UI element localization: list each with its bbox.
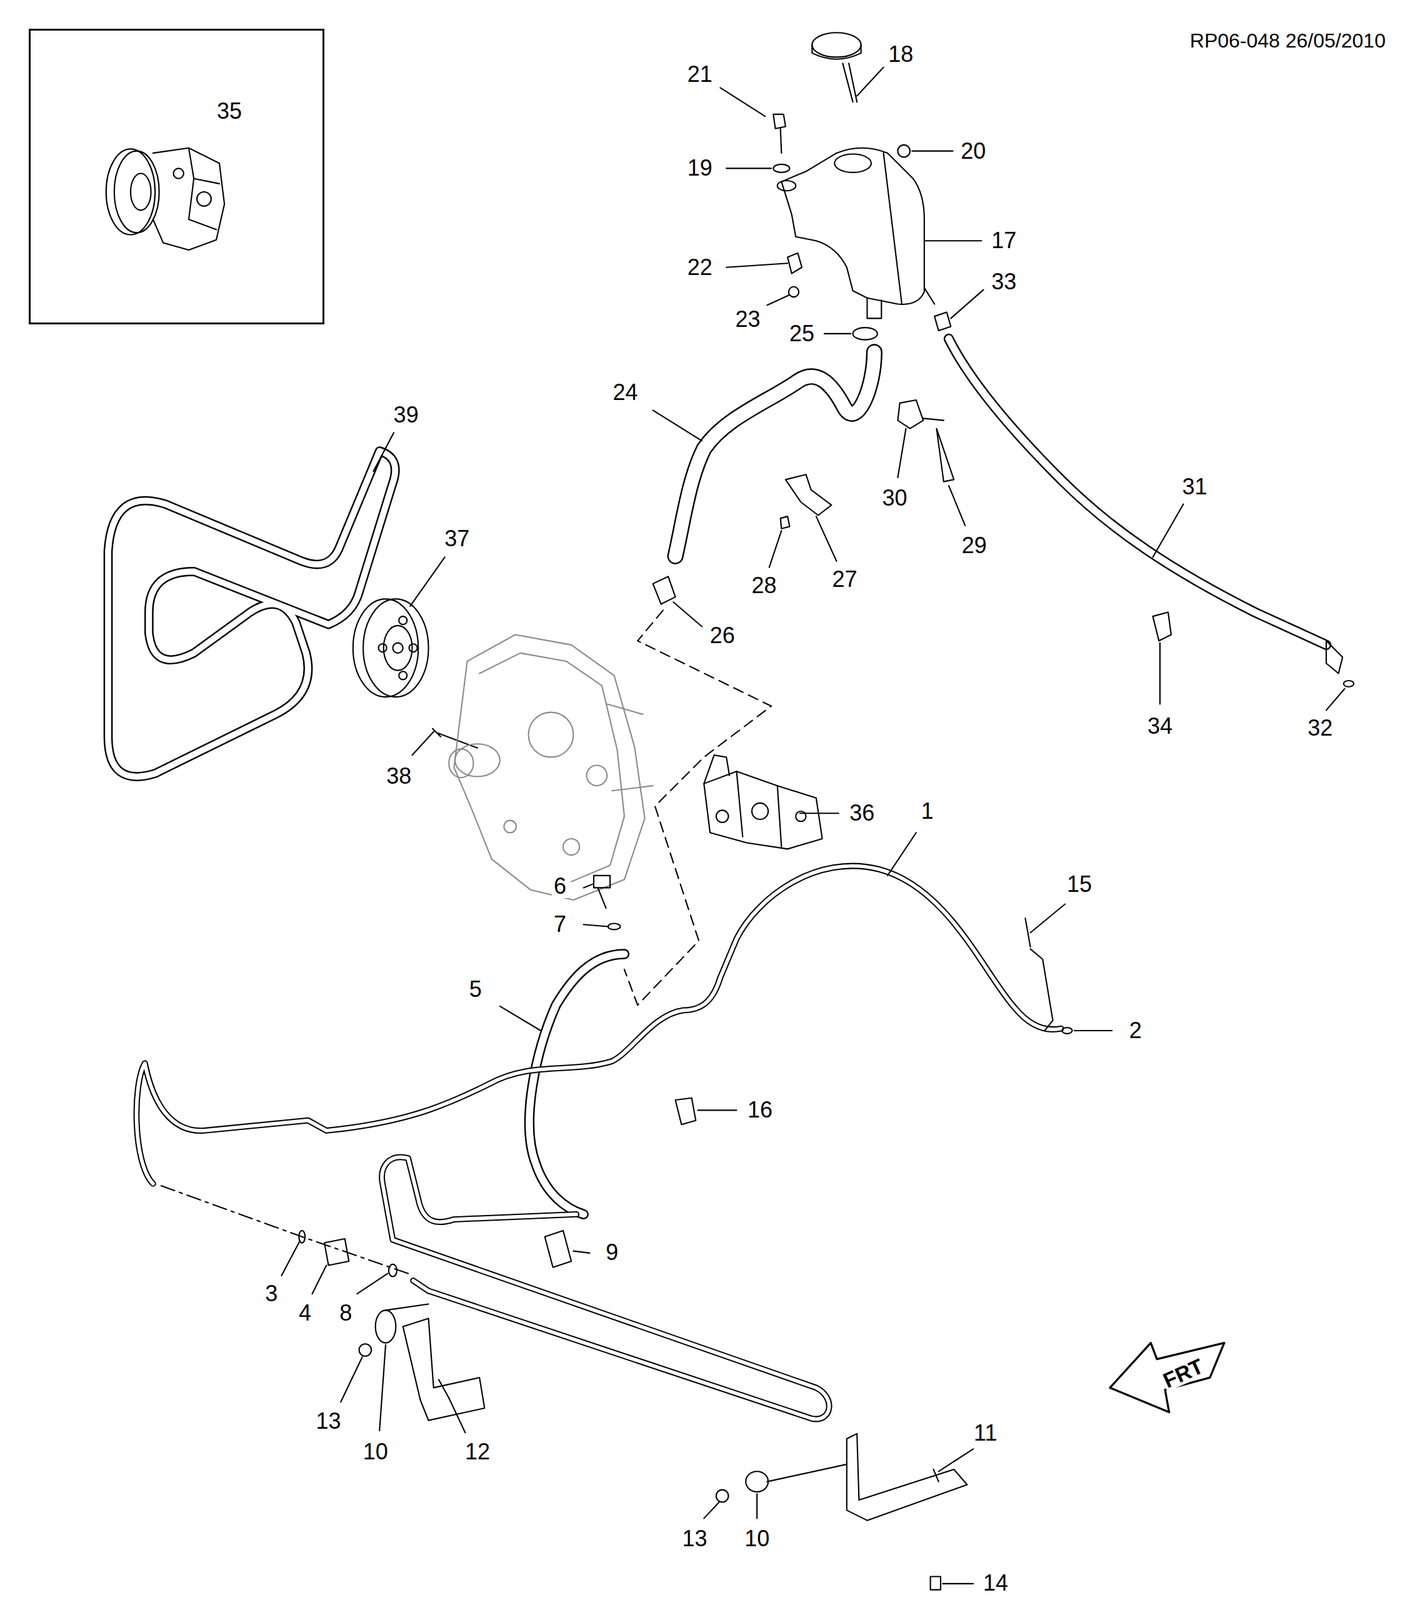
callout-number: 13 (314, 1409, 344, 1434)
callout-number: 32 (1305, 716, 1335, 740)
callout-number: 4 (296, 1301, 314, 1325)
callout-number: 23 (733, 307, 762, 332)
steel-line (136, 866, 1061, 1184)
callout-number: 31 (1180, 475, 1209, 499)
inset-box: 35 (28, 28, 325, 325)
callout-number: 27 (830, 567, 860, 592)
front-arrow (1110, 1343, 1225, 1413)
callout-number: 26 (708, 623, 737, 648)
callout-number: 39 (391, 403, 421, 427)
callout-number: 1 (919, 799, 936, 824)
callout-number: 24 (611, 380, 640, 405)
callout-number: 7 (551, 912, 569, 937)
callout-number: 18 (886, 42, 915, 67)
sensor (897, 400, 954, 482)
pulley (353, 598, 429, 697)
bracket (780, 474, 832, 529)
callout-number: 5 (467, 977, 484, 1002)
callout-number: 37 (442, 526, 472, 551)
pressure-hose (529, 954, 625, 1215)
callout-number: 22 (685, 255, 715, 280)
callout-number: 33 (989, 270, 1019, 294)
callout-number: 15 (1065, 872, 1094, 897)
drawing-reference: RP06-048 26/05/2010 (1188, 30, 1388, 52)
callout-number: 34 (1145, 714, 1175, 739)
callout-number: 36 (847, 801, 877, 825)
flow-path (624, 610, 772, 1005)
clip (675, 1098, 697, 1125)
reservoir (773, 32, 951, 340)
leader-lines (281, 67, 1345, 1584)
callout-number: 14 (981, 1571, 1010, 1595)
callout-number: 20 (958, 139, 988, 164)
hose-clamp (653, 576, 676, 604)
return-hose (948, 338, 1327, 645)
callout-number: 6 (551, 874, 569, 899)
front-marker: FRT (1159, 1354, 1209, 1392)
hose (675, 351, 875, 557)
return-line (381, 1156, 830, 1419)
fitting (1326, 640, 1343, 674)
callout-number: 16 (745, 1098, 775, 1122)
power-steering-pump (703, 755, 822, 849)
bracket (846, 1433, 968, 1521)
engine-housing (448, 635, 653, 900)
assembly-path (161, 1185, 409, 1274)
callout-number: 29 (960, 533, 989, 558)
callout-number: 30 (880, 486, 909, 510)
callout-number: 25 (787, 321, 817, 346)
callout-number: 19 (685, 156, 715, 180)
drive-belt (108, 451, 395, 777)
callout-number: 9 (603, 1240, 620, 1265)
callout-number: 13 (680, 1526, 710, 1551)
callout-number: 3 (263, 1281, 280, 1306)
clip (1152, 612, 1171, 642)
callout-number: 38 (384, 764, 414, 789)
callout-number: 11 (971, 1421, 999, 1445)
callout-number: 2 (1127, 1018, 1144, 1043)
callout-number: 10 (742, 1526, 772, 1551)
pump-inset (106, 148, 225, 250)
bracket (403, 1318, 485, 1420)
clip (545, 1230, 572, 1268)
callout-number: 35 (215, 99, 244, 124)
fitting (1025, 918, 1053, 1031)
callout-number: 10 (361, 1440, 390, 1464)
callout-number: 17 (989, 228, 1019, 253)
callout-number: 12 (463, 1440, 492, 1464)
callout-number: 21 (685, 62, 715, 87)
callout-number: 8 (337, 1301, 354, 1325)
callout-number: 28 (750, 573, 779, 598)
